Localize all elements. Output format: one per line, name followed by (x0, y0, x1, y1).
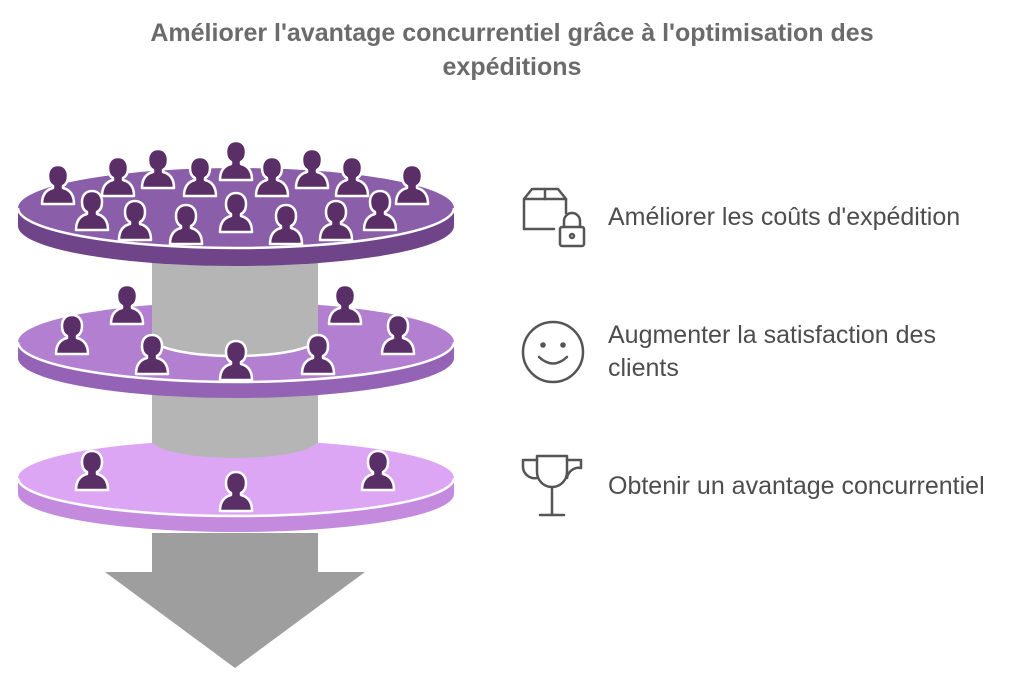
person-icon (218, 139, 254, 182)
trophy-icon (521, 454, 583, 517)
item-competitive-advantage: Obtenir un avantage concurrentiel (520, 452, 1008, 520)
item-customer-satisfaction: Augmenter la satisfaction des clients (520, 318, 1008, 386)
down-arrow (105, 533, 365, 668)
diagram-title: Améliorer l'avantage concurrentiel grâce… (150, 19, 874, 81)
box-lock-icon (522, 187, 586, 248)
person-icon (294, 147, 330, 190)
item-shipping-costs: Améliorer les coûts d'expédition (520, 183, 1008, 251)
funnel-diagram (16, 139, 456, 668)
person-icon (327, 283, 363, 326)
item-label: Améliorer les coûts d'expédition (608, 202, 961, 231)
item-label: Obtenir un avantage concurrentiel (608, 471, 985, 500)
person-icon (109, 283, 145, 326)
smiley-icon (521, 320, 585, 384)
person-icon (140, 147, 176, 190)
item-label: Augmenter la satisfaction des clients (608, 321, 936, 382)
